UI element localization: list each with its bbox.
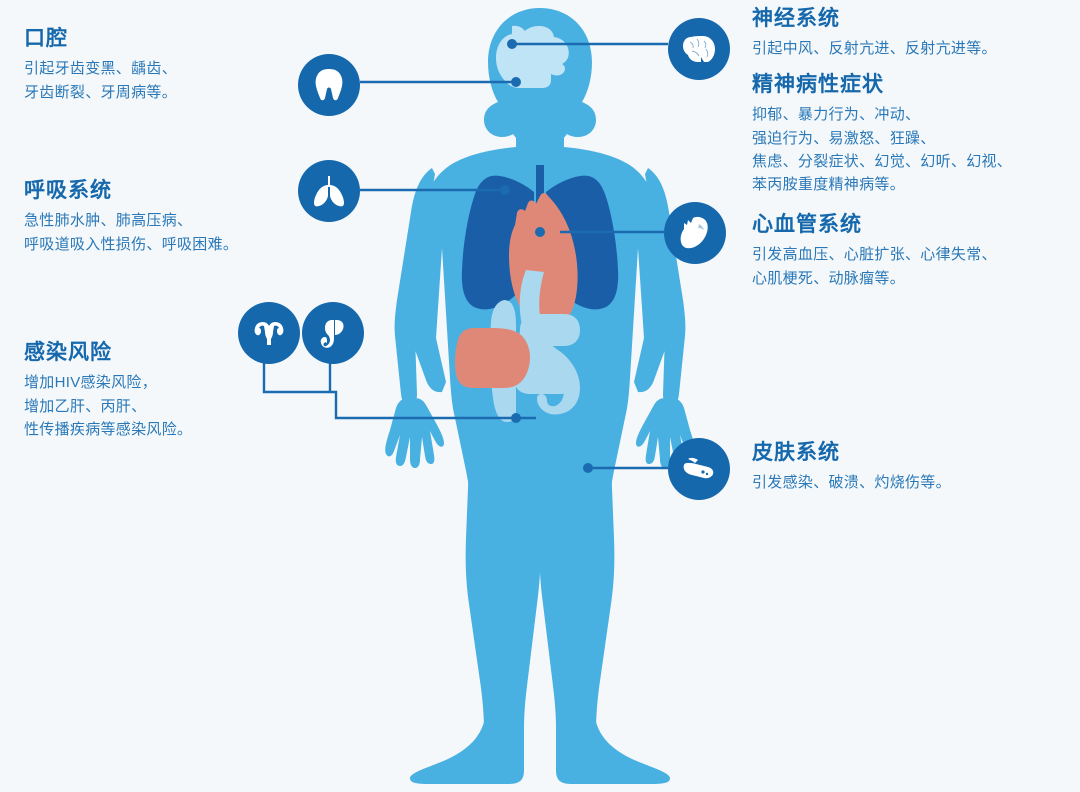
heart-icon bbox=[680, 216, 708, 249]
heart-icon-badge[interactable] bbox=[664, 202, 726, 264]
section-psychiatric-title: 精神病性症状 bbox=[752, 73, 884, 96]
skin-hand-icon bbox=[683, 457, 714, 479]
uterus-icon bbox=[254, 322, 284, 345]
section-nervous-title: 神经系统 bbox=[752, 7, 840, 30]
section-cardiovascular-desc: 引发高血压、心脏扩张、心律失常、 心肌梗死、动脉瘤等。 bbox=[752, 246, 997, 287]
tooth-icon bbox=[315, 69, 343, 101]
section-infection-desc: 增加HIV感染风险， 增加乙肝、丙肝、 性传播疾病等感染风险。 bbox=[24, 374, 193, 438]
brain-icon-badge[interactable] bbox=[668, 18, 730, 80]
uterus-icon-badge[interactable] bbox=[238, 302, 300, 364]
brain-icon bbox=[683, 36, 715, 62]
section-respiratory-title: 呼吸系统 bbox=[24, 179, 112, 202]
section-psychiatric: 精神病性症状 抑郁、暴力行为、冲动、 强迫行为、易激怒、狂躁、 焦虑、分裂症状、… bbox=[752, 72, 1012, 196]
male-reproductive-icon-badge[interactable] bbox=[302, 302, 364, 364]
skin-hand-icon-badge[interactable] bbox=[668, 438, 730, 500]
liver-shape bbox=[454, 328, 530, 388]
section-respiratory-desc: 急性肺水肿、肺高压病、 呼吸道吸入性损伤、呼吸困难。 bbox=[24, 212, 239, 253]
section-skin-desc: 引发感染、破溃、灼烧伤等。 bbox=[752, 474, 951, 492]
trachea-shape bbox=[536, 165, 544, 203]
section-infection-title: 感染风险 bbox=[24, 341, 112, 364]
section-oral-desc: 引起牙齿变黑、龋齿、 牙齿断裂、牙周病等。 bbox=[24, 60, 178, 101]
section-skin: 皮肤系统 引发感染、破溃、灼烧伤等。 bbox=[752, 440, 951, 495]
section-cardiovascular-title: 心血管系统 bbox=[752, 213, 862, 236]
section-respiratory: 呼吸系统 急性肺水肿、肺高压病、 呼吸道吸入性损伤、呼吸困难。 bbox=[24, 178, 238, 256]
section-skin-title: 皮肤系统 bbox=[752, 441, 840, 464]
tooth-icon-badge[interactable] bbox=[298, 54, 360, 116]
section-nervous: 神经系统 引起中风、反射亢进、反射亢进等。 bbox=[752, 6, 997, 61]
lungs-icon bbox=[314, 176, 344, 207]
section-cardiovascular: 心血管系统 引发高血压、心脏扩张、心律失常、 心肌梗死、动脉瘤等。 bbox=[752, 212, 997, 290]
lungs-icon-badge[interactable] bbox=[298, 160, 360, 222]
section-oral: 口腔 引起牙齿变黑、龋齿、 牙齿断裂、牙周病等。 bbox=[24, 26, 177, 104]
section-oral-title: 口腔 bbox=[24, 27, 68, 50]
section-psychiatric-desc: 抑郁、暴力行为、冲动、 强迫行为、易激怒、狂躁、 焦虑、分裂症状、幻觉、幻听、幻… bbox=[752, 106, 1013, 193]
section-nervous-desc: 引起中风、反射亢进、反射亢进等。 bbox=[752, 40, 997, 58]
male-reproductive-icon bbox=[320, 320, 344, 348]
section-infection: 感染风险 增加HIV感染风险， 增加乙肝、丙肝、 性传播疾病等感染风险。 bbox=[24, 340, 192, 441]
